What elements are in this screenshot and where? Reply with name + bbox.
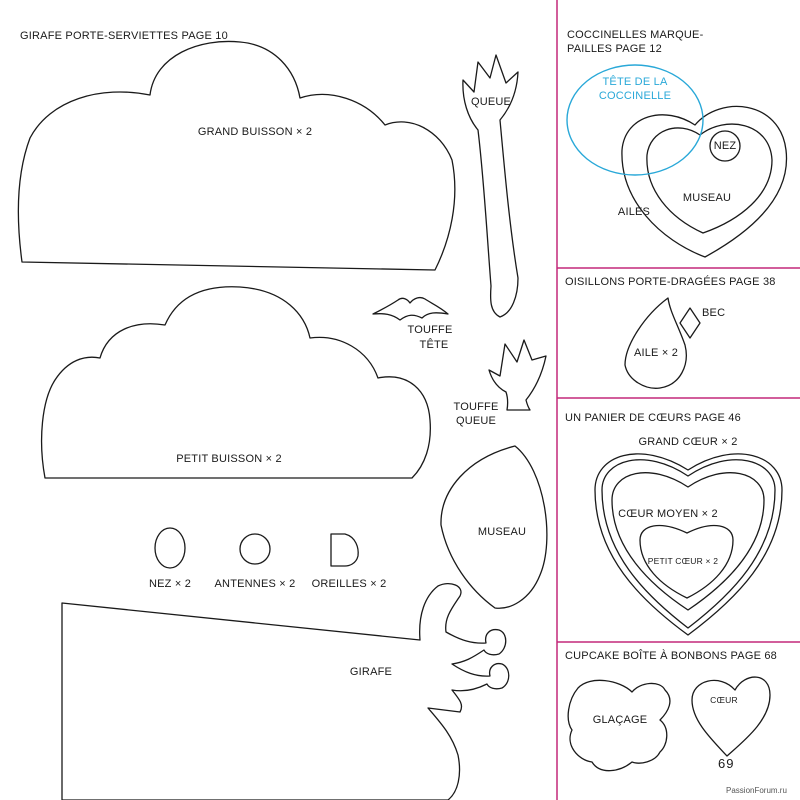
ailes-label: AILES [617, 206, 651, 218]
girafe-label: GIRAFE [349, 666, 393, 678]
aile-label: AILE × 2 [633, 347, 679, 359]
grand-buisson-label: GRAND BUISSON × 2 [197, 126, 313, 138]
petit-buisson-shape [40, 286, 431, 479]
queue-label: QUEUE [470, 96, 512, 108]
museau-shape [440, 445, 548, 609]
cupcake-title: CUPCAKE BOÎTE À BONBONS PAGE 68 [565, 650, 777, 662]
nez-label: NEZ × 2 [148, 578, 192, 590]
touffe-tete-shape [372, 296, 449, 321]
nez-coccinelle-label: NEZ [713, 140, 737, 152]
touffe-queue-label-1: TOUFFE [453, 401, 499, 413]
touffe-tete-label-2: TÊTE [419, 339, 449, 351]
antennes-label: ANTENNES × 2 [214, 578, 296, 590]
bec-label: BEC [702, 307, 726, 319]
oreilles-shape [330, 533, 359, 567]
oreilles-label: OREILLES × 2 [311, 578, 387, 590]
girafe-title: GIRAFE PORTE-SERVIETTES PAGE 10 [20, 30, 228, 42]
tete-coccinelle-ellipse [566, 64, 704, 176]
watermark: PassionForum.ru [726, 786, 787, 795]
touffe-tete-label-1: TOUFFE [407, 324, 453, 336]
grand-coeur-label: GRAND CŒUR × 2 [638, 436, 738, 448]
aile-drop-shape [624, 297, 687, 389]
museau-coccinelle-label: MUSEAU [682, 192, 732, 204]
oisillons-title: OISILLONS PORTE-DRAGÉES PAGE 38 [565, 276, 776, 288]
coeur-moyen-label: CŒUR MOYEN × 2 [618, 508, 718, 520]
panier-title: UN PANIER DE CŒURS PAGE 46 [565, 412, 741, 424]
petit-coeur-shape [639, 524, 734, 599]
glacage-label: GLAÇAGE [592, 714, 648, 726]
museau-label: MUSEAU [477, 526, 527, 538]
petit-coeur-label: PETIT CŒUR × 2 [647, 556, 719, 566]
bec-diamond-shape [679, 307, 701, 339]
tete-coccinelle-label-1: TÊTE DE LA [602, 76, 668, 88]
touffe-queue-shape [488, 339, 547, 411]
nez-circle [709, 130, 741, 162]
nez-shape [154, 527, 186, 569]
queue-shape [462, 54, 519, 318]
tete-coccinelle-label-2: COCCINELLE [598, 90, 672, 102]
antennes-shape [239, 533, 271, 565]
coeur-cupcake-shape [691, 676, 771, 757]
grand-buisson-shape [17, 40, 456, 271]
petit-buisson-label: PETIT BUISSON × 2 [176, 453, 282, 465]
girafe-shape [61, 582, 510, 800]
coccinelles-title-2: PAILLES PAGE 12 [567, 43, 662, 55]
glacage-shape [567, 679, 671, 772]
touffe-queue-label-2: QUEUE [455, 415, 497, 427]
coeur-cupcake-label: CŒUR [710, 695, 738, 705]
page-number: 69 [718, 756, 735, 771]
coccinelles-title-1: COCCINELLES MARQUE- [567, 29, 704, 41]
